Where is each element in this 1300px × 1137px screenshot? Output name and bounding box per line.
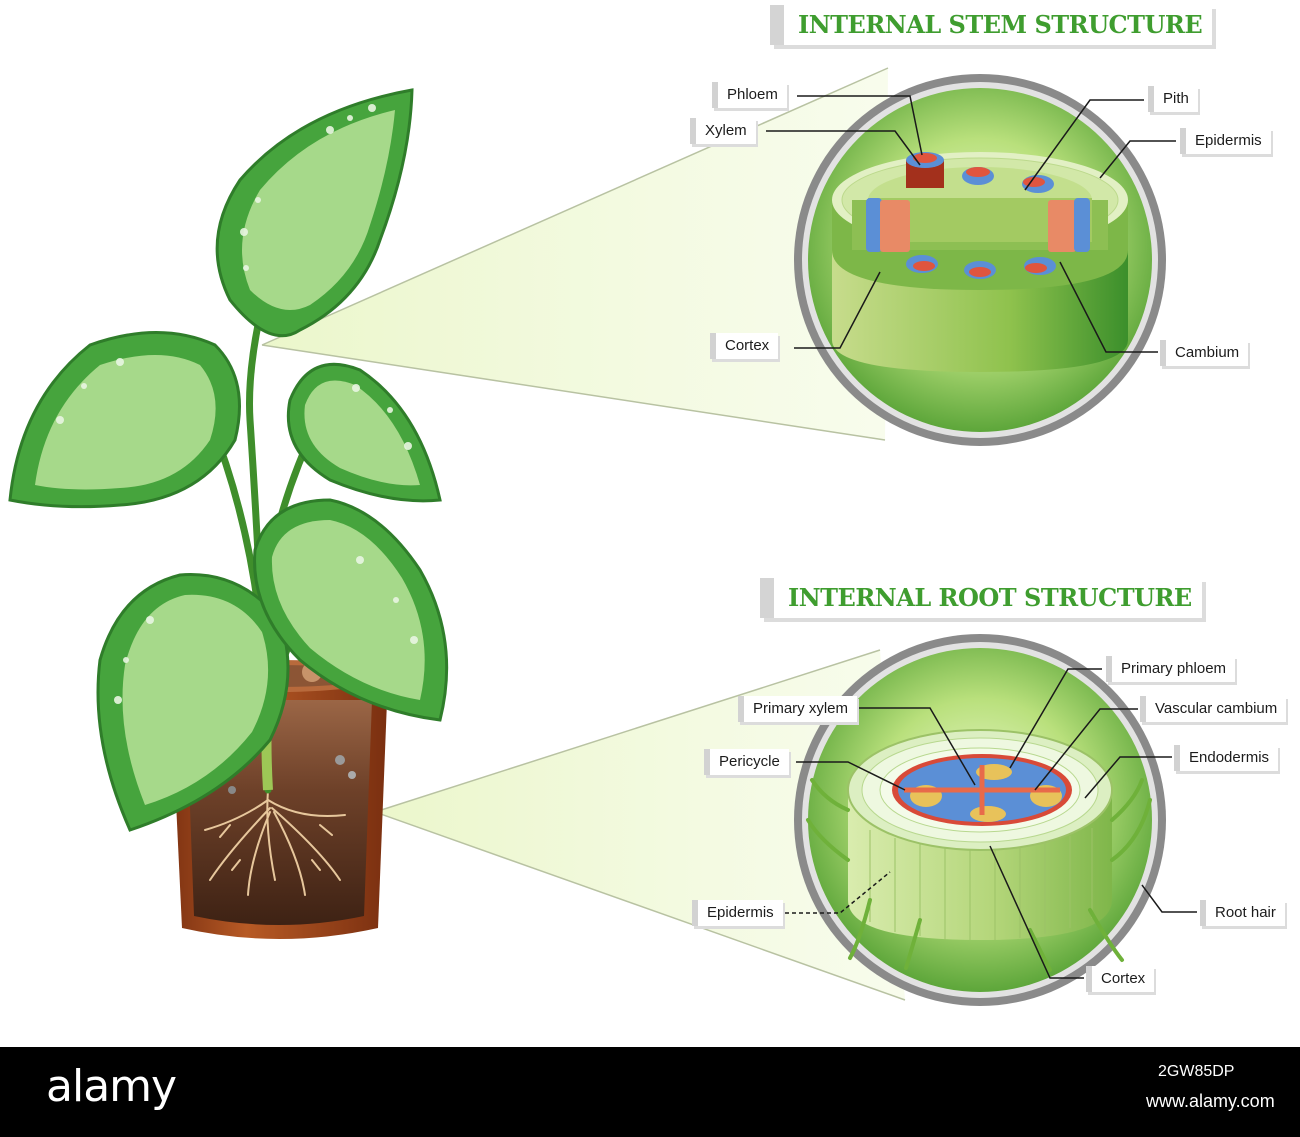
- label-stem-xylem: Xylem: [690, 118, 756, 144]
- label-root-epidermis: Epidermis: [692, 900, 783, 926]
- label-root-primary-xylem: Primary xylem: [738, 696, 858, 722]
- stem-structure-title: INTERNAL STEM STRUCTURE: [770, 5, 1213, 45]
- label-root-primary-phloem: Primary phloem: [1106, 656, 1236, 682]
- root-cross-section-icon: [794, 634, 1166, 1006]
- label-stem-epidermis: Epidermis: [1180, 128, 1271, 154]
- label-stem-cortex: Cortex: [710, 333, 779, 359]
- diagram-artwork: [8, 67, 1197, 1006]
- label-root-root-hair: Root hair: [1200, 900, 1285, 926]
- label-stem-cambium: Cambium: [1160, 340, 1249, 366]
- leaves: [8, 88, 449, 832]
- label-root-cortex: Cortex: [1086, 966, 1155, 992]
- alamy-logo: alamy: [46, 1061, 177, 1112]
- diagram-stage: INTERNAL STEM STRUCTURE INTERNAL ROOT ST…: [8, 5, 1287, 1006]
- label-root-vascular-cambium: Vascular cambium: [1140, 696, 1287, 722]
- label-stem-pith: Pith: [1148, 86, 1198, 112]
- leaf-spots: [56, 104, 418, 704]
- site-url: www.alamy.com: [1146, 1091, 1275, 1111]
- leader-lines: [766, 95, 1197, 979]
- root-structure-title: INTERNAL ROOT STRUCTURE: [760, 578, 1202, 618]
- label-root-pericycle: Pericycle: [704, 749, 789, 775]
- roots: [204, 789, 346, 896]
- stem-cross-section-icon: [794, 74, 1166, 446]
- label-root-endodermis: Endodermis: [1174, 745, 1279, 771]
- watermark-footer: alamy 2GW85DP www.alamy.com: [0, 1047, 1300, 1137]
- stock-image-id: 2GW85DP: [1158, 1063, 1235, 1080]
- label-stem-phloem: Phloem: [712, 82, 787, 108]
